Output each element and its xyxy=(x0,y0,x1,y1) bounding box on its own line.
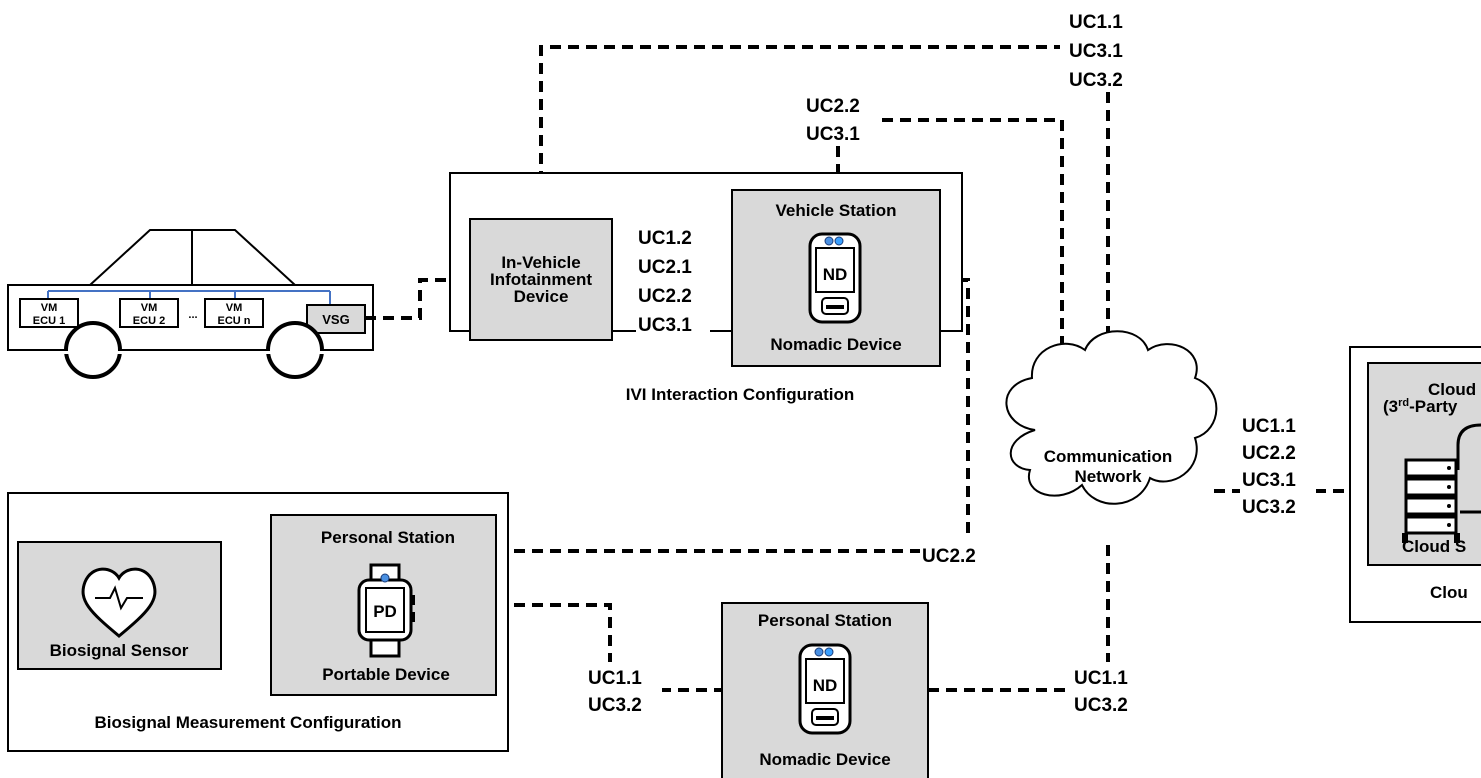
svg-text:Cloud S: Cloud S xyxy=(1428,380,1481,399)
svg-text:Cloud S: Cloud S xyxy=(1402,537,1466,556)
svg-text:Communication: Communication xyxy=(1044,447,1172,466)
svg-text:UC1.1: UC1.1 xyxy=(1074,668,1128,689)
biosignal-link-uc: UC2.2 xyxy=(920,540,996,567)
svg-text:UC1.1: UC1.1 xyxy=(588,668,642,689)
svg-text:Nomadic Device: Nomadic Device xyxy=(770,335,901,354)
uc-labels-top: UC1.1 UC3.1 UC3.2 xyxy=(1064,5,1142,91)
biosignal-sensor: Biosignal Sensor xyxy=(17,541,222,670)
personal-right-ucs: UC1.1 UC3.2 xyxy=(1072,662,1148,718)
ecu-n: VM ECU n xyxy=(204,298,264,328)
svg-text:ND: ND xyxy=(823,265,848,284)
svg-text:VM: VM xyxy=(226,302,243,314)
cloud-configuration: Cloud S (3rd-Party Cloud S Clou xyxy=(1349,346,1481,623)
svg-text:UC2.2: UC2.2 xyxy=(638,286,692,307)
personal-left-ucs: UC1.1 UC3.2 xyxy=(586,662,662,718)
nomadic-device-icon: ND xyxy=(808,232,862,324)
svg-text:UC3.2: UC3.2 xyxy=(1074,695,1128,716)
svg-text:UC3.1: UC3.1 xyxy=(1069,41,1123,62)
svg-text:Device: Device xyxy=(514,287,569,306)
personal-nomadic-device-icon: ND xyxy=(798,643,852,735)
svg-text:Network: Network xyxy=(1074,467,1142,486)
svg-text:Vehicle Station: Vehicle Station xyxy=(776,201,897,220)
svg-text:ECU n: ECU n xyxy=(218,315,251,327)
personal-station-portable: Personal Station PD Portable Device xyxy=(270,514,497,696)
communication-network-cloud: Communication Network xyxy=(1005,330,1218,505)
front-wheel xyxy=(64,321,122,379)
vehicle-station: Vehicle Station ND Nomadic Device xyxy=(731,189,941,367)
svg-text:UC2.1: UC2.1 xyxy=(638,257,692,278)
ecu-ellipsis: ... xyxy=(188,309,197,321)
vsg-box: VSG xyxy=(306,304,366,334)
svg-text:UC2.2: UC2.2 xyxy=(806,96,860,117)
svg-text:UC3.2: UC3.2 xyxy=(1069,70,1123,91)
svg-text:Personal Station: Personal Station xyxy=(321,528,455,547)
ecu-2: VM ECU 2 xyxy=(119,298,179,328)
svg-text:UC3.2: UC3.2 xyxy=(1242,497,1296,518)
svg-text:ND: ND xyxy=(813,676,838,695)
cloud-service-box: Cloud S (3rd-Party Cloud S xyxy=(1367,362,1481,566)
svg-text:ECU 1: ECU 1 xyxy=(33,315,65,327)
in-vehicle-infotainment-device: In-Vehicle Infotainment Device xyxy=(469,218,613,341)
ivi-interaction-configuration: In-Vehicle Infotainment Device UC1.2 UC2… xyxy=(449,172,963,404)
cloud-link-ucs: UC1.1 UC2.2 UC3.1 UC3.2 xyxy=(1240,410,1316,522)
uc-labels-middle: UC2.2 UC3.1 xyxy=(802,90,880,146)
svg-text:Infotainment: Infotainment xyxy=(490,270,592,289)
biosignal-config-label: Biosignal Measurement Configuration xyxy=(95,713,402,732)
svg-text:VM: VM xyxy=(141,302,158,314)
rear-wheel xyxy=(266,321,324,379)
personal-station-nomadic: Personal Station ND Nomadic Device xyxy=(721,602,929,778)
ivi-config-label: IVI Interaction Configuration xyxy=(626,385,855,404)
server-icon xyxy=(1402,458,1460,543)
svg-text:UC1.2: UC1.2 xyxy=(638,228,692,249)
ivi-link-ucs: UC1.2 UC2.1 UC2.2 UC3.1 xyxy=(636,222,710,340)
svg-text:Portable Device: Portable Device xyxy=(322,665,450,684)
svg-text:UC3.1: UC3.1 xyxy=(806,124,860,145)
svg-text:Clou: Clou xyxy=(1430,583,1468,602)
svg-text:Personal Station: Personal Station xyxy=(758,611,892,630)
cloud-service-line2: (3rd-Party xyxy=(1383,397,1458,416)
svg-text:Nomadic Device: Nomadic Device xyxy=(759,750,890,769)
svg-text:UC3.2: UC3.2 xyxy=(588,695,642,716)
biosignal-measurement-configuration: Biosignal Sensor Personal Station PD Por… xyxy=(7,492,509,752)
connection-lines xyxy=(221,45,1350,692)
svg-text:UC2.2: UC2.2 xyxy=(1242,443,1296,464)
svg-text:Biosignal Sensor: Biosignal Sensor xyxy=(50,641,189,660)
svg-text:UC3.1: UC3.1 xyxy=(638,315,692,336)
ecu-1: VM ECU 1 xyxy=(19,298,79,328)
svg-text:UC3.1: UC3.1 xyxy=(1242,470,1296,491)
svg-text:UC1.1: UC1.1 xyxy=(1242,416,1296,437)
svg-text:VM: VM xyxy=(41,302,58,314)
svg-text:VSG: VSG xyxy=(322,312,349,327)
portable-device-icon: PD xyxy=(357,563,415,658)
svg-text:UC2.2: UC2.2 xyxy=(922,546,976,567)
cloud-arc-icon xyxy=(1456,423,1481,470)
svg-text:ECU 2: ECU 2 xyxy=(133,315,165,327)
svg-text:In-Vehicle: In-Vehicle xyxy=(501,253,580,272)
vehicle: VM ECU 1 VM ECU 2 ... VM ECU n VSG xyxy=(7,229,374,379)
svg-text:PD: PD xyxy=(373,602,397,621)
svg-text:UC1.1: UC1.1 xyxy=(1069,12,1123,33)
